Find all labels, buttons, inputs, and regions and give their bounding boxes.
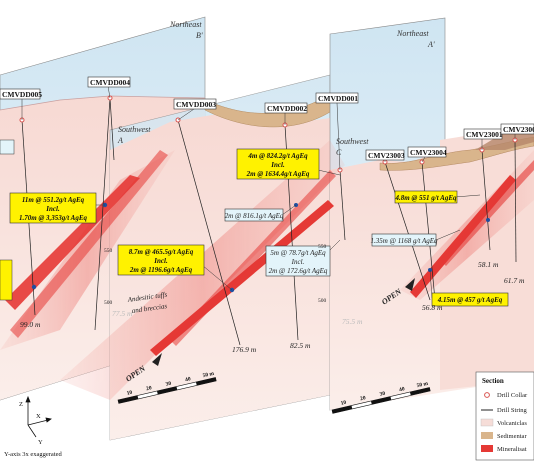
svg-text:Y-axis 3x exaggerated: Y-axis 3x exaggerated	[4, 451, 63, 458]
svg-text:CMV23004: CMV23004	[410, 148, 447, 157]
callout-a7: 1.35m @ 1168 g/t AgEq	[370, 229, 461, 247]
svg-text:CMV23001: CMV23001	[466, 130, 503, 139]
hole-labels: CMVDD005 CMVDD004 CMVDD003 CMVDD002 CMVD…	[0, 76, 534, 171]
callout-a6: 4.8m @ 551 g/t AgEq	[395, 190, 481, 204]
svg-text:Southwest: Southwest	[336, 137, 369, 146]
panel-orientation-labels: Northeast B' Northeast A' Southwest A So…	[117, 20, 435, 157]
elevation-ticks: 550 500 550 500	[104, 244, 327, 306]
svg-text:61.7 m: 61.7 m	[504, 276, 525, 285]
svg-text:10: 10	[340, 400, 347, 407]
hole-label-cmvdd001: CMVDD001	[315, 92, 359, 171]
svg-text:2m @ 172.6g/t AgEq: 2m @ 172.6g/t AgEq	[269, 267, 328, 275]
svg-text:500: 500	[104, 300, 113, 306]
callout-a1: 11m @ 551.2g/t AgEq Incl. 1.70m @ 3,353g…	[9, 192, 105, 224]
hole-label-cmv23003: CMV23003	[365, 149, 405, 162]
svg-text:58.1 m: 58.1 m	[478, 260, 499, 269]
svg-text:C: C	[336, 148, 342, 157]
hole-label-cmvdd002: CMVDD002	[264, 102, 308, 125]
svg-text:Incl.: Incl.	[153, 257, 168, 265]
svg-text:Incl.: Incl.	[270, 161, 285, 169]
mineralised-veins	[5, 150, 534, 356]
scale-bar-2: 10 20 30 40 50 m	[331, 381, 431, 414]
axis-triad	[25, 395, 52, 438]
hole-label-cmvdd004: CMVDD004	[87, 76, 131, 99]
svg-text:10: 10	[126, 390, 133, 397]
svg-text:8.7m @ 465.5g/t AgEq: 8.7m @ 465.5g/t AgEq	[129, 248, 194, 256]
svg-text:4m @ 824.2g/t AgEq: 4m @ 824.2g/t AgEq	[247, 152, 308, 160]
svg-text:550: 550	[318, 244, 327, 250]
svg-text:Northeast: Northeast	[169, 20, 202, 29]
svg-text:75.5 m: 75.5 m	[342, 317, 363, 326]
svg-text:20: 20	[360, 395, 367, 402]
svg-text:5m @ 78.7g/t AgEq: 5m @ 78.7g/t AgEq	[270, 249, 326, 257]
svg-text:CMVDD003: CMVDD003	[176, 100, 216, 109]
hole-label-cmvdd005: CMVDD005	[0, 88, 42, 120]
svg-text:56.8 m: 56.8 m	[422, 303, 443, 312]
svg-text:X: X	[36, 413, 41, 420]
svg-text:99.0 m: 99.0 m	[20, 320, 41, 329]
svg-text:4.15m @ 457 g/t AgEq: 4.15m @ 457 g/t AgEq	[437, 296, 503, 304]
callout-a5: 5m @ 78.7g/t AgEq Incl. 2m @ 172.6g/t Ag…	[265, 239, 341, 277]
axis-labels: Z X Y Y-axis 3x exaggerated	[4, 401, 63, 458]
svg-text:500: 500	[318, 298, 327, 304]
callout-a8: 4.15m @ 457 g/t AgEq	[429, 269, 509, 307]
svg-text:50 m: 50 m	[416, 381, 429, 390]
hole-label-cmvdd003: CMVDD003	[173, 98, 217, 121]
svg-text:A': A'	[427, 40, 435, 49]
svg-text:Z: Z	[19, 401, 23, 408]
svg-text:Section: Section	[482, 377, 504, 385]
callout-a4: 2m @ 816.1g/t AgEq	[225, 204, 297, 222]
svg-text:CMV23003: CMV23003	[368, 151, 405, 160]
svg-text:2m @ 1196.6g/t AgEq: 2m @ 1196.6g/t AgEq	[129, 266, 193, 274]
svg-text:CMVDD002: CMVDD002	[267, 104, 307, 113]
svg-text:Sedimentar: Sedimentar	[497, 433, 527, 440]
hole-label-cmv2300: CMV2300	[500, 123, 534, 140]
svg-text:20: 20	[146, 385, 153, 392]
svg-text:Mineralisat: Mineralisat	[497, 446, 527, 453]
svg-text:1.35m @ 1168 g/t AgEq: 1.35m @ 1168 g/t AgEq	[370, 237, 438, 245]
svg-text:40: 40	[185, 376, 192, 383]
svg-text:11m @ 551.2g/t AgEq: 11m @ 551.2g/t AgEq	[22, 196, 85, 204]
svg-text:30: 30	[165, 381, 172, 388]
svg-text:Incl.: Incl.	[45, 205, 60, 213]
svg-text:176.9 m: 176.9 m	[232, 345, 257, 354]
svg-text:CMV2300: CMV2300	[503, 125, 534, 134]
depth-labels: 99.0 m 176.9 m 82.5 m 75.5 m 56.8 m 58.1…	[20, 260, 525, 354]
svg-text:Y: Y	[38, 439, 43, 446]
svg-text:1.70m @ 3,353g/t AgEq: 1.70m @ 3,353g/t AgEq	[19, 214, 87, 222]
svg-text:77.5 m: 77.5 m	[112, 309, 133, 318]
scale-bar-1: 10 20 30 40 50 m	[117, 371, 217, 404]
svg-text:82.5 m: 82.5 m	[290, 341, 311, 350]
svg-text:B': B'	[196, 31, 203, 40]
svg-text:Drill Collar: Drill Collar	[497, 392, 528, 399]
svg-text:2m @ 1634.4g/t AgEq: 2m @ 1634.4g/t AgEq	[246, 170, 310, 178]
hole-label-cmv23004: CMV23004	[407, 146, 447, 163]
svg-text:50 m: 50 m	[202, 371, 215, 380]
svg-text:Volcaniclas: Volcaniclas	[497, 420, 527, 427]
callout-a2: 8.7m @ 465.5g/t AgEq Incl. 2m @ 1196.6g/…	[117, 244, 233, 291]
legend: Section Drill Collar Drill String Volcan…	[475, 371, 534, 461]
svg-text:CMVDD005: CMVDD005	[2, 90, 42, 99]
svg-text:CMVDD001: CMVDD001	[318, 94, 358, 103]
callout-pointers-left	[0, 139, 15, 301]
svg-text:Drill String: Drill String	[497, 407, 528, 414]
svg-text:30: 30	[379, 391, 386, 398]
svg-text:CMVDD004: CMVDD004	[90, 78, 130, 87]
svg-text:Incl.: Incl.	[291, 258, 305, 266]
callout-a3: 4m @ 824.2g/t AgEq Incl. 2m @ 1634.4g/t …	[236, 148, 341, 180]
svg-text:Northeast: Northeast	[396, 29, 429, 38]
svg-text:550: 550	[104, 248, 113, 254]
svg-text:40: 40	[399, 386, 406, 393]
svg-text:A: A	[117, 136, 123, 145]
svg-text:2m @ 816.1g/t AgEq: 2m @ 816.1g/t AgEq	[225, 212, 284, 220]
svg-text:Southwest: Southwest	[118, 125, 151, 134]
svg-text:4.8m @ 551 g/t AgEq: 4.8m @ 551 g/t AgEq	[395, 194, 457, 202]
